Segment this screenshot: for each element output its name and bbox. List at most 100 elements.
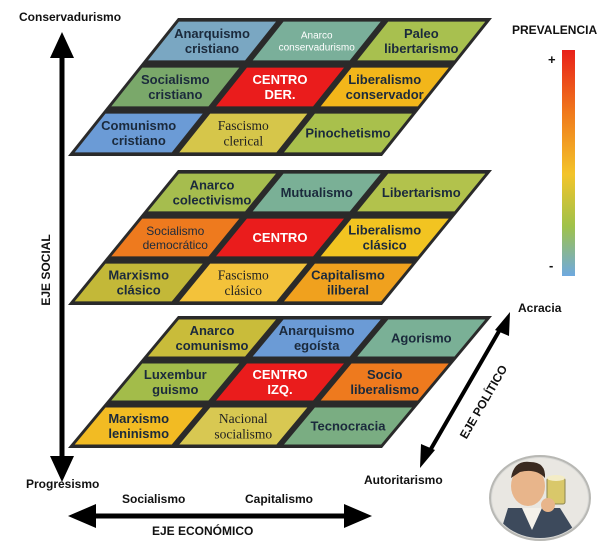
cell-libertarismo — [357, 173, 486, 212]
cell-label: clásico — [117, 283, 161, 298]
cell-anarquismo-cristiano — [148, 21, 276, 61]
cell-label: Paleo — [404, 26, 439, 41]
cell-pinochetismo — [284, 113, 412, 153]
cell-label: Capitalismo — [311, 268, 385, 283]
cell-label: clerical — [223, 134, 263, 149]
cell-label: Comunismo — [101, 118, 176, 133]
cell-label: Tecnocracia — [311, 419, 387, 434]
cell-label: Anarquismo — [279, 323, 355, 338]
legend-minus: - — [549, 258, 553, 273]
economic-axis-arrow-left — [68, 504, 96, 528]
cell-agorismo — [357, 319, 486, 357]
cell-marxismo-leninismo — [74, 407, 203, 445]
cell-label: Anarquismo — [174, 26, 250, 41]
cell-tecnocracia — [284, 407, 412, 445]
cell-label: CENTRO — [253, 72, 308, 87]
cell-label: Marxismo — [108, 411, 169, 426]
cell-label: Anarco — [301, 31, 333, 42]
cell-anarquismo-egoísta — [252, 319, 381, 357]
label-eje-politico: EJE POLÍTICO — [456, 362, 510, 441]
cell-centro-izq- — [216, 363, 344, 401]
cell-label: IZQ. — [267, 382, 292, 397]
cell-label: Agorismo — [391, 331, 452, 346]
cell-capitalismo-iliberal — [284, 263, 412, 302]
cell-mutualismo — [252, 173, 381, 212]
cell-label: libertarismo — [384, 41, 458, 56]
cell-label: Libertarismo — [382, 185, 461, 200]
cell-luxembur-guismo — [111, 363, 240, 401]
cell-label: Liberalismo — [348, 223, 421, 238]
cell-anarco-comunismo — [148, 319, 276, 357]
cell-marxismo-clásico — [74, 263, 203, 302]
cell-label: CENTRO — [253, 230, 308, 245]
cell-label: Socio — [367, 367, 402, 382]
economic-axis-arrow-right — [344, 504, 372, 528]
cell-liberalismo-clásico — [320, 218, 449, 257]
cell-label: iliberal — [327, 283, 369, 298]
label-eje-social: EJE SOCIAL — [39, 234, 53, 305]
ideology-layers: AnarquismocristianoAnarcoconservadurismo… — [68, 18, 492, 448]
cell-anarco-colectivismo — [148, 173, 276, 212]
cell-liberalismo-conservador — [320, 67, 449, 107]
cell-label: DER. — [264, 87, 295, 102]
cell-label: cristiano — [185, 41, 239, 56]
social-axis: Conservadurismo Progresismo EJE SOCIAL — [19, 10, 121, 491]
cell-label: Liberalismo — [348, 72, 421, 87]
cell-label: clásico — [225, 283, 263, 298]
political-axis-arrow-up — [495, 312, 510, 336]
mascot-man-drinking-image — [489, 455, 591, 541]
cell-label: liberalismo — [350, 382, 419, 397]
legend-title: PREVALENCIA — [512, 23, 597, 37]
cell-label: Marxismo — [108, 268, 169, 283]
cell-socialismo-democrático — [111, 218, 240, 257]
economic-axis: Socialismo Capitalismo EJE ECONÓMICO — [68, 492, 372, 538]
label-autoritarismo: Autoritarismo — [364, 473, 443, 487]
cell-label: Anarco — [190, 178, 235, 193]
legend-plus: + — [548, 52, 556, 67]
cell-comunismo-cristiano — [74, 113, 203, 153]
cell-label: colectivismo — [173, 193, 252, 208]
cell-label: cristiano — [112, 133, 166, 148]
layer-1: AnarquismocristianoAnarcoconservadurismo… — [68, 18, 492, 156]
label-acracia: Acracia — [518, 301, 562, 315]
cell-socio-liberalismo — [320, 363, 449, 401]
label-conservadurismo: Conservadurismo — [19, 10, 121, 24]
legend-gradient-bar — [562, 50, 575, 276]
cell-label: Nacional — [219, 411, 268, 426]
cell-label: Fascismo — [218, 118, 269, 133]
cell-label: Anarco — [190, 323, 235, 338]
cell-label: democrático — [143, 238, 209, 252]
cell-label: leninismo — [108, 426, 169, 441]
cell-label: Fascismo — [218, 268, 269, 283]
political-axis-line — [426, 324, 504, 456]
social-axis-arrow-up — [50, 32, 74, 58]
cell-socialismo-cristiano — [111, 67, 240, 107]
cell-centro-der- — [216, 67, 344, 107]
cell-fascismo-clerical — [179, 113, 308, 153]
social-axis-arrow-down — [50, 456, 74, 482]
cell-label: Mutualismo — [281, 185, 353, 200]
cell-label: egoísta — [294, 338, 340, 353]
label-progresismo: Progresismo — [26, 477, 99, 491]
cell-fascismo-clásico — [179, 263, 308, 302]
cell-label: socialismo — [214, 427, 272, 442]
cell-label: comunismo — [176, 338, 249, 353]
cell-paleo-libertarismo — [357, 21, 486, 61]
cell-label: guismo — [152, 382, 198, 397]
cell-label: CENTRO — [253, 367, 308, 382]
cell-label: clásico — [363, 238, 407, 253]
cell-anarco-conservadurismo — [252, 21, 381, 61]
cell-label: conservador — [346, 87, 424, 102]
label-socialismo: Socialismo — [122, 492, 185, 506]
cell-label: cristiano — [148, 87, 202, 102]
cell-label: Socialismo — [146, 224, 204, 238]
label-eje-economico: EJE ECONÓMICO — [152, 523, 253, 538]
cell-label: Pinochetismo — [305, 126, 390, 141]
cell-nacional-socialismo — [179, 407, 308, 445]
cell-label: Luxembur — [144, 367, 207, 382]
political-axis-arrow-down — [420, 444, 435, 468]
prevalence-legend: PREVALENCIA + - — [512, 23, 597, 276]
